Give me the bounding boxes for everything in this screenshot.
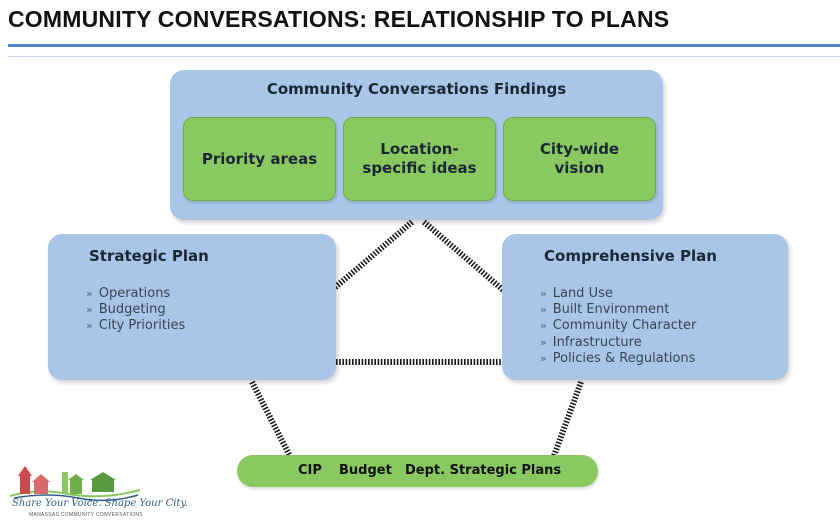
strategic-plan-title: Strategic Plan [89,247,209,265]
comprehensive-plan-title: Comprehensive Plan [544,247,717,265]
chevron-icon: » [86,287,93,300]
title-divider [8,44,840,47]
comprehensive-plan-box: Comprehensive Plan »Land Use »Built Envi… [502,234,788,380]
arrow-comprehensive-to-cip [548,380,584,467]
logo-tagline: Share Your Voice. Shape Your City. [12,498,188,509]
comprehensive-plan-list: »Land Use »Built Environment »Community … [540,286,696,367]
chevron-icon: » [540,287,547,300]
findings-title: Community Conversations Findings [266,80,567,98]
chevron-icon: » [540,319,547,333]
chevron-icon: » [540,335,547,349]
manassas-logo-icon [9,466,141,502]
implementation-bar: CIP Budget Dept. Strategic Plans [237,455,598,487]
strategic-plan-list: »Operations »Budgeting »City Priorities [86,286,185,335]
list-item: »Budgeting [86,302,166,318]
chevron-icon: » [540,303,547,317]
finding-location-specific-ideas: Location- specific ideas [343,117,496,201]
strategic-plan-box: Strategic Plan »Operations »Budgeting »C… [48,234,336,380]
findings-box: Community Conversations Findings Priorit… [170,70,663,220]
list-item: »Operations [86,286,171,301]
list-item: »City Priorities [86,318,186,334]
finding-city-wide-vision: City-wide vision [503,117,656,201]
list-item: »Community Character [540,318,697,334]
list-item: »Land Use [540,286,613,301]
arrow-strategic-to-cip [249,380,297,467]
page-title: COMMUNITY CONVERSATIONS: RELATIONSHIP TO… [8,6,670,32]
list-item: »Infrastructure [540,334,642,350]
chevron-icon: » [540,351,547,365]
logo-subline: MANASSAS COMMUNITY CONVERSATIONS [29,512,143,518]
cip-label: CIP [298,463,322,478]
dept-strategic-plans-label: Dept. Strategic Plans [405,463,562,478]
arrow-findings-to-comprehensive [422,219,520,305]
list-item: »Built Environment [540,302,670,318]
chevron-icon: » [86,319,93,333]
list-item: »Policies & Regulations [540,350,696,366]
budget-label: Budget [339,463,392,478]
finding-priority-areas: Priority areas [183,117,336,201]
chevron-icon: » [86,303,93,317]
title-divider-thin [8,56,840,57]
